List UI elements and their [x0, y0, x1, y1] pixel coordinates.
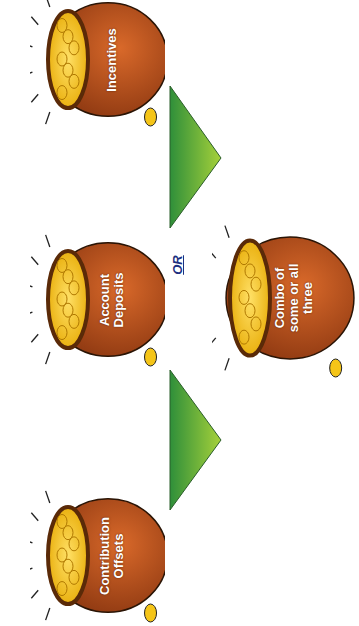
sparkle-line [30, 568, 32, 571]
sparkle-line [30, 540, 32, 543]
pot-label: Incentives [97, 12, 127, 108]
pot-rim [48, 11, 88, 108]
sparkle-line [31, 513, 38, 521]
flow-arrow [170, 370, 221, 510]
falling-coin [145, 108, 157, 126]
pot-node: Contribution Offsets [30, 488, 165, 623]
sparkle-line [212, 250, 216, 258]
falling-coin [145, 348, 157, 366]
sparkle-line [225, 226, 229, 238]
flow-arrow [170, 86, 221, 228]
falling-coin [145, 604, 157, 622]
pot-node: Incentives [30, 0, 165, 127]
pot-body [48, 499, 165, 612]
coin [57, 326, 67, 340]
pot-body [48, 243, 165, 356]
sparkle-line [46, 491, 50, 503]
sparkle-line [212, 338, 216, 346]
sparkle-line [30, 44, 32, 47]
coin [239, 251, 249, 265]
sparkle-line [31, 257, 38, 265]
sparkle-line [225, 358, 229, 370]
coin [245, 264, 255, 278]
pot-rim [48, 507, 88, 604]
sparkle-line [30, 312, 32, 315]
coin [251, 317, 261, 331]
pot-node: Combo of some or all three [212, 218, 357, 378]
sparkle-line [31, 334, 38, 342]
coin [245, 304, 255, 318]
coin [251, 277, 261, 291]
sparkle-line [46, 352, 50, 364]
pot-body [48, 3, 165, 116]
coin [69, 314, 79, 328]
sparkle-line [30, 72, 32, 75]
coin [69, 41, 79, 55]
coin [69, 570, 79, 584]
sparkle-line [31, 94, 38, 102]
pot-label: Contribution Offsets [97, 508, 127, 604]
coin [57, 86, 67, 100]
pot-label: Combo of some or all three [279, 250, 309, 346]
pot-label: Account Deposits [97, 252, 127, 348]
coin [239, 290, 249, 304]
coin [239, 330, 249, 344]
sparkle-line [31, 17, 38, 25]
or-label: OR [170, 250, 190, 280]
sparkle-line [31, 590, 38, 598]
sparkle-line [46, 608, 50, 620]
coin [69, 281, 79, 295]
sparkle-line [30, 284, 32, 287]
sparkle-line [46, 112, 50, 124]
pot-node: Account Deposits [30, 232, 165, 367]
sparkle-line [46, 0, 50, 7]
pot-rim [230, 240, 270, 355]
falling-coin [330, 359, 342, 377]
coin [69, 74, 79, 88]
coin [69, 537, 79, 551]
pot-body [226, 237, 354, 359]
pot-of-gold [30, 0, 165, 127]
coin [57, 582, 67, 596]
pot-rim [48, 251, 88, 348]
sparkle-line [46, 235, 50, 247]
